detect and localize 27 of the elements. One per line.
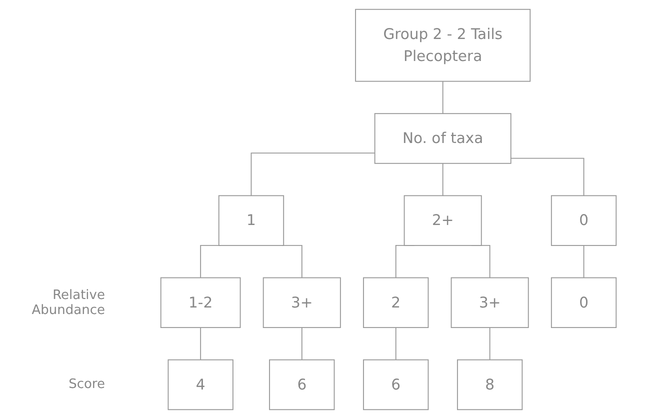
connector — [489, 327, 490, 360]
row-label: Score — [68, 377, 105, 392]
node-box: 1 — [218, 195, 284, 246]
connector — [442, 80, 444, 114]
node-box: 3+ — [450, 277, 529, 328]
node-box: 0 — [550, 277, 617, 328]
connector — [395, 327, 396, 360]
node-box: 6 — [269, 359, 335, 410]
node-box: 2+ — [404, 195, 482, 246]
row-label: Relative Abundance — [30, 288, 105, 318]
connector — [200, 245, 221, 278]
node-box: Group 2 - 2 Tails Plecoptera — [355, 8, 531, 82]
node-box: 1-2 — [160, 277, 241, 328]
connector — [442, 162, 444, 196]
node-box: 2 — [363, 277, 429, 328]
node-box: 8 — [457, 359, 523, 410]
node-box: 3+ — [262, 277, 341, 328]
connector — [510, 158, 584, 196]
connector — [282, 245, 302, 278]
node-box: 4 — [168, 359, 234, 410]
node-box: No. of taxa — [374, 113, 512, 164]
connector — [200, 327, 202, 360]
node-box: 6 — [363, 359, 429, 410]
connector — [250, 152, 376, 196]
connector — [583, 245, 584, 278]
node-box: 0 — [550, 195, 617, 246]
connector — [301, 327, 302, 360]
